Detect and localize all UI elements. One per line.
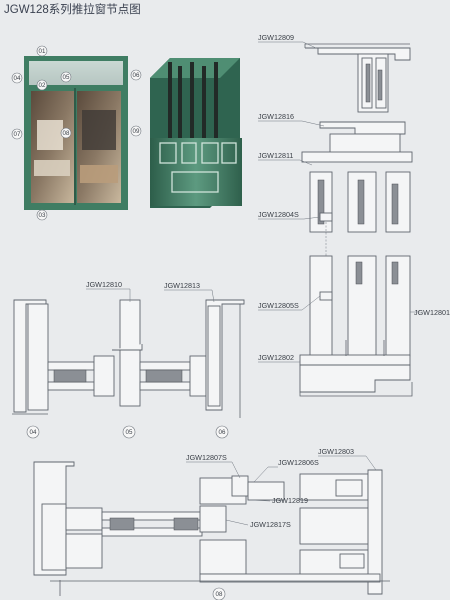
label-jgw12813: JGW12813 xyxy=(164,281,200,290)
section-08: 08 xyxy=(216,591,223,598)
svg-text:02: 02 xyxy=(39,82,46,89)
section-06: 06 xyxy=(219,429,226,436)
label-jgw12802: JGW12802 xyxy=(258,353,294,362)
horizontal-section-06 xyxy=(205,299,245,418)
svg-text:05: 05 xyxy=(63,74,70,81)
svg-text:06: 06 xyxy=(133,72,140,79)
horizontal-section-labels: JGW12810 JGW12813 04 05 06 xyxy=(26,280,229,439)
label-jgw12819: JGW12819 xyxy=(272,496,308,505)
elevation-callouts: 01 02 03 04 05 06 07 08 09 xyxy=(11,45,142,221)
section-04: 04 xyxy=(30,429,37,436)
svg-text:01: 01 xyxy=(39,48,46,55)
svg-text:07: 07 xyxy=(14,131,21,138)
vertical-section-labels: JGW12809 JGW12816 JGW12811 JGW12804S JGW… xyxy=(258,33,450,363)
section-05: 05 xyxy=(126,429,133,436)
svg-text:04: 04 xyxy=(14,75,21,82)
window-elevation xyxy=(24,56,128,210)
horizontal-section-04-05 xyxy=(12,299,207,415)
label-jgw12810: JGW12810 xyxy=(86,280,122,289)
label-jgw12806s: JGW12806S xyxy=(278,458,319,467)
label-jgw12816: JGW12816 xyxy=(258,112,294,121)
label-jgw12811: JGW12811 xyxy=(258,151,293,160)
page-title: JGW128系列推拉窗节点图 xyxy=(4,2,141,16)
section-08-labels: JGW12807S JGW12806S JGW12803 JGW12819 JG… xyxy=(186,447,377,600)
horizontal-section-08 xyxy=(33,461,390,596)
profile-3d-view xyxy=(150,58,242,208)
label-jgw12801: JGW12801 xyxy=(414,308,450,317)
svg-text:03: 03 xyxy=(39,212,46,219)
svg-text:08: 08 xyxy=(63,130,70,137)
vertical-section-drawing xyxy=(299,43,413,397)
label-jgw12805s: JGW12805S xyxy=(258,301,299,310)
label-jgw12807s: JGW12807S xyxy=(186,453,227,462)
label-jgw12817s: JGW12817S xyxy=(250,520,291,529)
svg-text:09: 09 xyxy=(133,128,140,135)
label-jgw12809: JGW12809 xyxy=(258,33,294,42)
label-jgw12803: JGW12803 xyxy=(318,447,354,456)
label-jgw12804s: JGW12804S xyxy=(258,210,299,219)
